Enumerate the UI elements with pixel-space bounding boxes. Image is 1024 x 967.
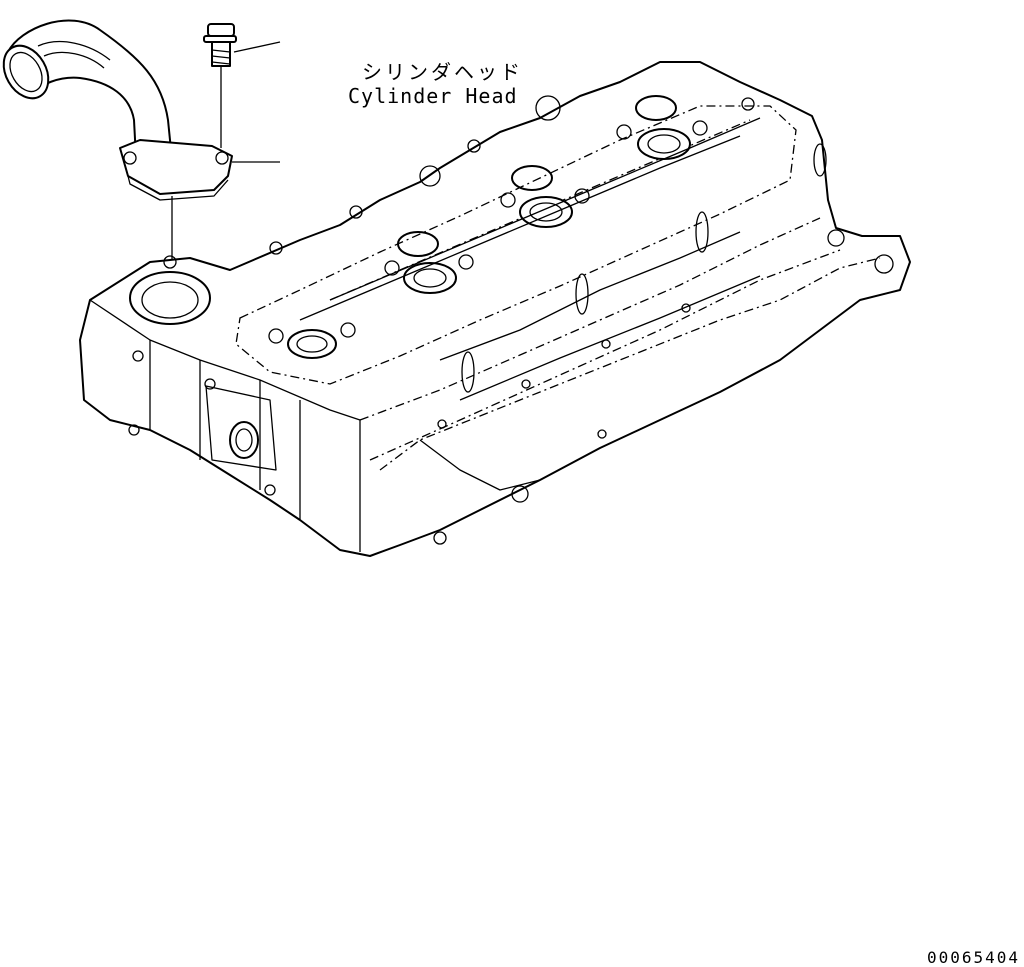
water-outlet-pipe-icon [2, 19, 233, 201]
part-label-japanese: シリンダヘッド [362, 60, 523, 84]
flange-bolt-icon [203, 23, 237, 148]
valve-bosses [268, 95, 708, 359]
part-label-english: Cylinder Head [348, 84, 518, 108]
document-number: 00065404 [926, 948, 1020, 967]
cylinder-head-icon [79, 61, 911, 557]
head-bolt-holes [128, 95, 894, 545]
leader-lines [171, 41, 281, 262]
